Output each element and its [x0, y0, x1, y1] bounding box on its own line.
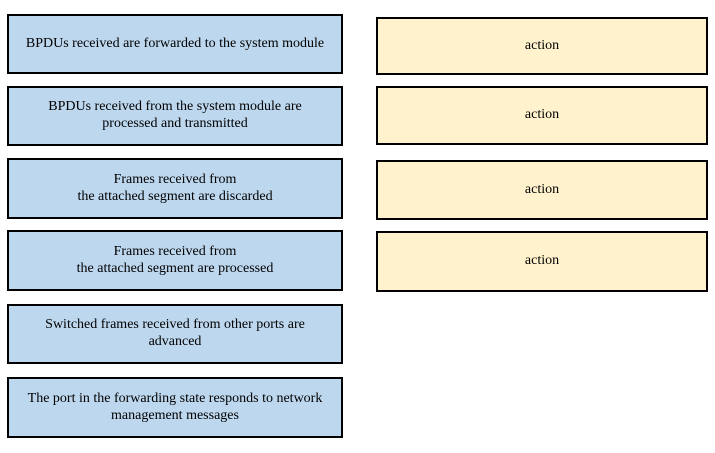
- action-drop-target-2[interactable]: action: [376, 86, 708, 145]
- statement-label: Frames received from the attached segmen…: [77, 171, 273, 204]
- statement-label: The port in the forwarding state respond…: [27, 390, 323, 423]
- statement-box-4[interactable]: Frames received from the attached segmen…: [7, 230, 343, 291]
- action-label: action: [524, 107, 560, 123]
- action-label: action: [524, 37, 560, 53]
- statement-box-6[interactable]: The port in the forwarding state respond…: [7, 377, 343, 438]
- action-drop-target-4[interactable]: action: [376, 231, 708, 292]
- statement-label: Switched frames received from other port…: [45, 317, 305, 349]
- statement-box-3[interactable]: Frames received from the attached segmen…: [7, 158, 343, 219]
- action-drop-target-3[interactable]: action: [376, 160, 708, 220]
- statement-box-2[interactable]: BPDUs received from the system module ar…: [7, 86, 343, 146]
- action-label: action: [524, 181, 560, 197]
- statement-label: BPDUs received from the system module ar…: [48, 99, 302, 131]
- action-label: action: [524, 253, 560, 269]
- action-drop-target-1[interactable]: action: [376, 17, 708, 75]
- statement-box-1[interactable]: BPDUs received are forwarded to the syst…: [7, 14, 343, 74]
- statement-box-5[interactable]: Switched frames received from other port…: [7, 304, 343, 364]
- statement-label: Frames received from the attached segmen…: [76, 243, 274, 276]
- statement-label: BPDUs received are forwarded to the syst…: [25, 35, 325, 51]
